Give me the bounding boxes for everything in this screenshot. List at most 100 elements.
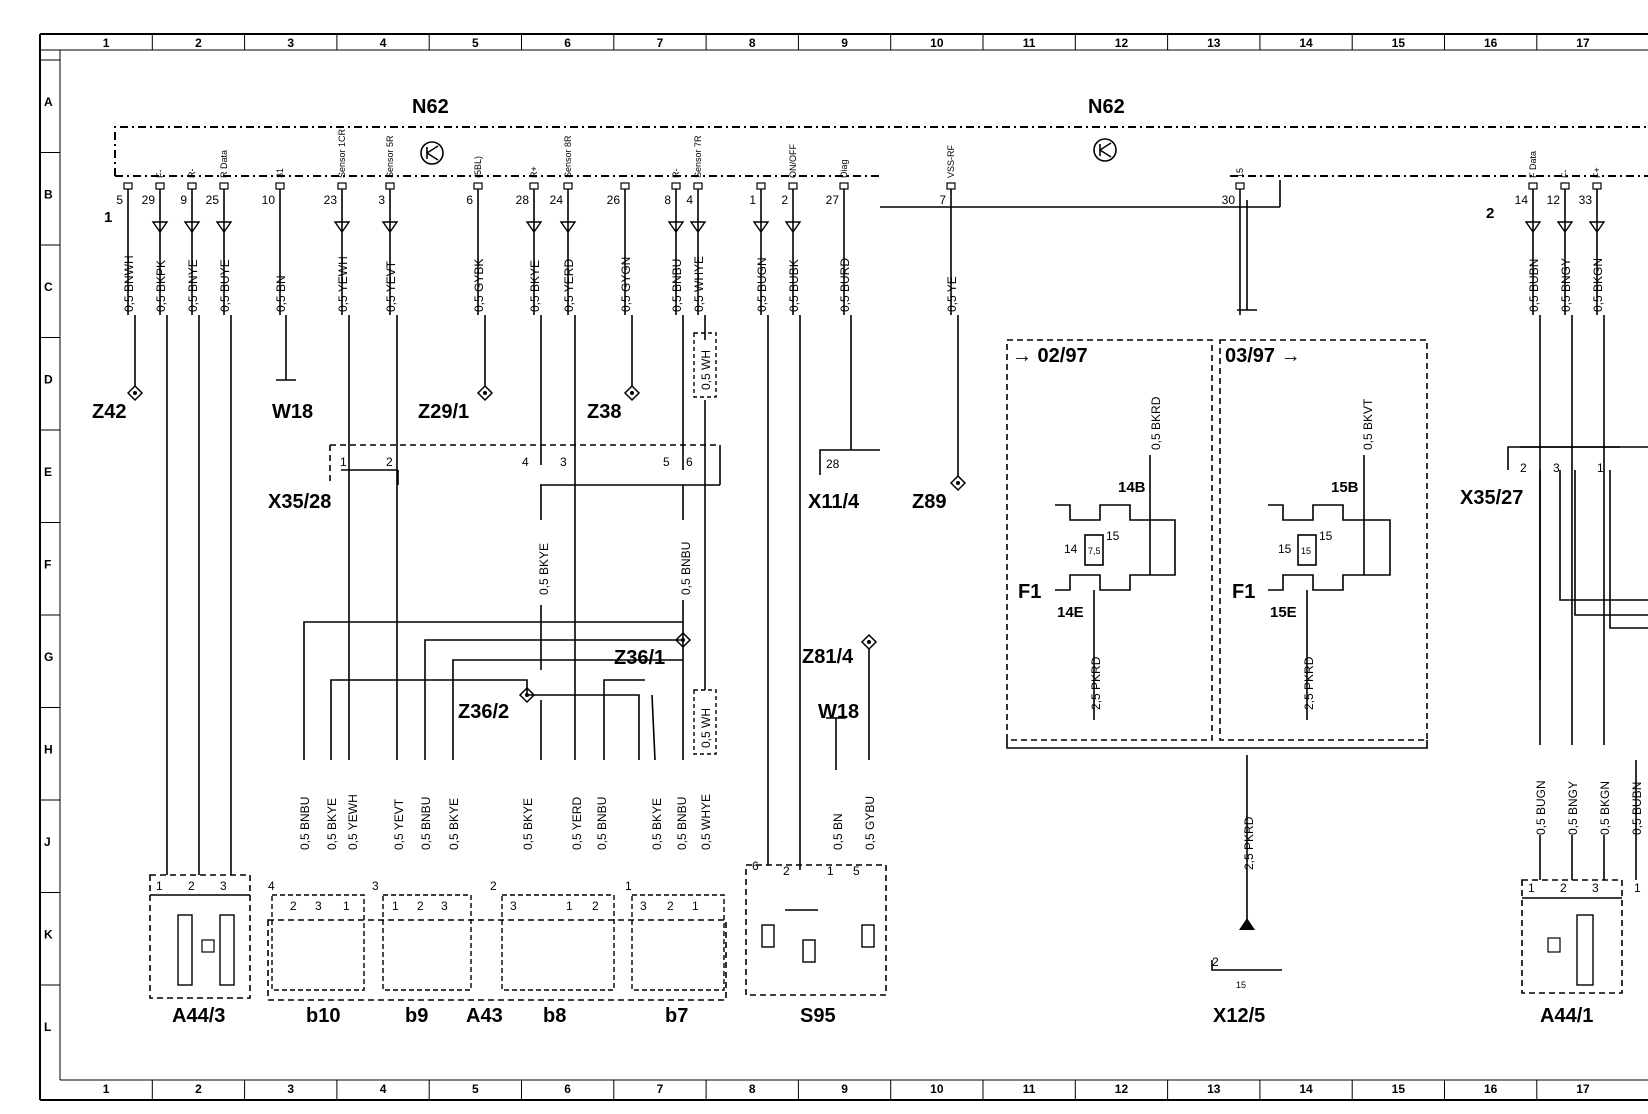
column-label-bottom: 3: [287, 1082, 294, 1096]
n62-pin: 33F+0,5 BKGN: [1579, 167, 1606, 315]
svg-text:0,5 BNBU: 0,5 BNBU: [675, 797, 689, 850]
wire-label: 0,5 YEWH: [336, 256, 350, 312]
x11-4-label: X11/4: [808, 491, 860, 513]
signal-arrow-icon: [752, 221, 770, 234]
pin-function-label: (5BL): [473, 156, 483, 178]
wire-label: 0,5 BUBK: [787, 259, 801, 312]
wire-label: 0,5 GYGN: [619, 257, 633, 312]
pin-number: 1: [749, 193, 756, 207]
pin-number: 6: [466, 193, 473, 207]
z81-4-label: Z81/4: [802, 646, 854, 668]
signal-arrow-icon: [1588, 221, 1606, 234]
s95-label: S95: [800, 1005, 836, 1027]
row-label: B: [44, 188, 53, 202]
svg-text:2: 2: [1560, 881, 1567, 895]
wire-label: 0,5 BKPK: [154, 260, 168, 312]
column-label-top: 12: [1115, 36, 1129, 50]
column-label-bottom: 13: [1207, 1082, 1221, 1096]
z42-label: Z42: [92, 401, 126, 423]
signal-arrow-icon: [183, 221, 201, 234]
a43-label: A43: [466, 1005, 503, 1027]
pin-function-label: VSS-RF: [946, 144, 956, 178]
wire-label: 0,5 BUGN: [755, 257, 769, 312]
column-label-top: 5: [472, 36, 479, 50]
svg-text:0,5 BNBU: 0,5 BNBU: [595, 797, 609, 850]
pin-number: 29: [142, 193, 156, 207]
n62-pin: 7 VSS-RF 0,5 YE: [939, 144, 959, 315]
wire-label: 0,5 WHYE: [692, 256, 706, 312]
column-label-top: 17: [1576, 36, 1590, 50]
n62-pin: 12F-0,5 BNGY: [1547, 170, 1574, 315]
pin-number: 7: [939, 193, 946, 207]
column-label-bottom: 1: [103, 1082, 110, 1096]
pin-function-label: R Data: [219, 150, 229, 178]
a43-component: 4 2 3 1 3 1 2 3 2 3 1 2 1 3 2 1: [267, 879, 727, 1001]
pin-function-label: Diag: [839, 159, 849, 178]
s95-component: 6 2 1 5: [745, 859, 887, 996]
svg-text:15: 15: [1301, 546, 1311, 556]
svg-text:1: 1: [827, 864, 834, 878]
column-label-bottom: 2: [195, 1082, 202, 1096]
svg-text:2: 2: [592, 899, 599, 913]
svg-text:0,5 BUGN: 0,5 BUGN: [1534, 780, 1548, 835]
a44-3-component: 1 2 3: [149, 874, 251, 999]
wh-upper-label: 0,5 WH: [699, 350, 713, 390]
svg-text:1: 1: [343, 899, 350, 913]
column-label-bottom: 14: [1299, 1082, 1313, 1096]
n62-right-label: N62: [1088, 96, 1125, 118]
n62-pin: 1 0,5 BUGN: [749, 182, 770, 315]
b7-label: b7: [665, 1005, 688, 1027]
svg-text:0,5 YEWH: 0,5 YEWH: [346, 794, 360, 850]
column-label-top: 9: [841, 36, 848, 50]
svg-text:0,5 BKYE: 0,5 BKYE: [521, 798, 535, 850]
pin-function-label: F-: [155, 170, 165, 179]
z36-1-label: Z36/1: [614, 647, 665, 669]
svg-text:0,5 BNBU: 0,5 BNBU: [298, 797, 312, 850]
a44-3-label: A44/3: [172, 1005, 225, 1027]
svg-text:0,5 BKVT: 0,5 BKVT: [1361, 398, 1375, 450]
pin-function-label: Sensor 7R: [693, 135, 703, 178]
column-label-top: 16: [1484, 36, 1498, 50]
pin-number: 5: [116, 193, 123, 207]
wh-lower-label: 0,5 WH: [699, 708, 713, 748]
svg-text:0,5 WHYE: 0,5 WHYE: [699, 794, 713, 850]
b8-label: b8: [543, 1005, 566, 1027]
row-label: K: [44, 928, 53, 942]
pin-number: 25: [206, 193, 220, 207]
wire-label: 0,5 YEVT: [384, 260, 398, 312]
wire-label: 0,5 YERD: [562, 259, 576, 312]
column-label-top: 1: [103, 36, 110, 50]
svg-text:5: 5: [663, 455, 670, 469]
svg-text:3: 3: [1592, 881, 1599, 895]
svg-text:2: 2: [490, 879, 497, 893]
pin-function-label: R-: [187, 169, 197, 179]
svg-text:0,5 BNGY: 0,5 BNGY: [1566, 781, 1580, 835]
n62-pin: 5 0,5 BNWH: [116, 182, 136, 315]
wire-label: 0,5 BNWH: [122, 255, 136, 312]
row-label: F: [44, 558, 51, 572]
b10-label: b10: [306, 1005, 340, 1027]
svg-text:3: 3: [441, 899, 448, 913]
column-label-bottom: 9: [841, 1082, 848, 1096]
wire-label: 0,5 BN: [274, 275, 288, 312]
pin-number: 10: [262, 193, 276, 207]
column-label-top: 15: [1392, 36, 1406, 50]
pin-function-label: 31: [275, 168, 285, 178]
column-label-top: 6: [564, 36, 571, 50]
svg-text:1: 1: [392, 899, 399, 913]
svg-text:0,5 BKYE: 0,5 BKYE: [447, 798, 461, 850]
column-label-bottom: 15: [1392, 1082, 1406, 1096]
wh-label-box-upper: [693, 332, 717, 398]
wire-label: 0,5 YE: [945, 276, 959, 312]
svg-text:6: 6: [752, 859, 759, 873]
row-label: H: [44, 743, 53, 757]
n62-pin: 10 31 0,5 BN: [262, 168, 288, 315]
svg-text:2: 2: [386, 455, 393, 469]
n62-pin: 29 F- 0,5 BKPK: [142, 170, 169, 315]
signal-arrow-icon: [689, 221, 707, 234]
signal-arrow-icon: [525, 221, 543, 234]
